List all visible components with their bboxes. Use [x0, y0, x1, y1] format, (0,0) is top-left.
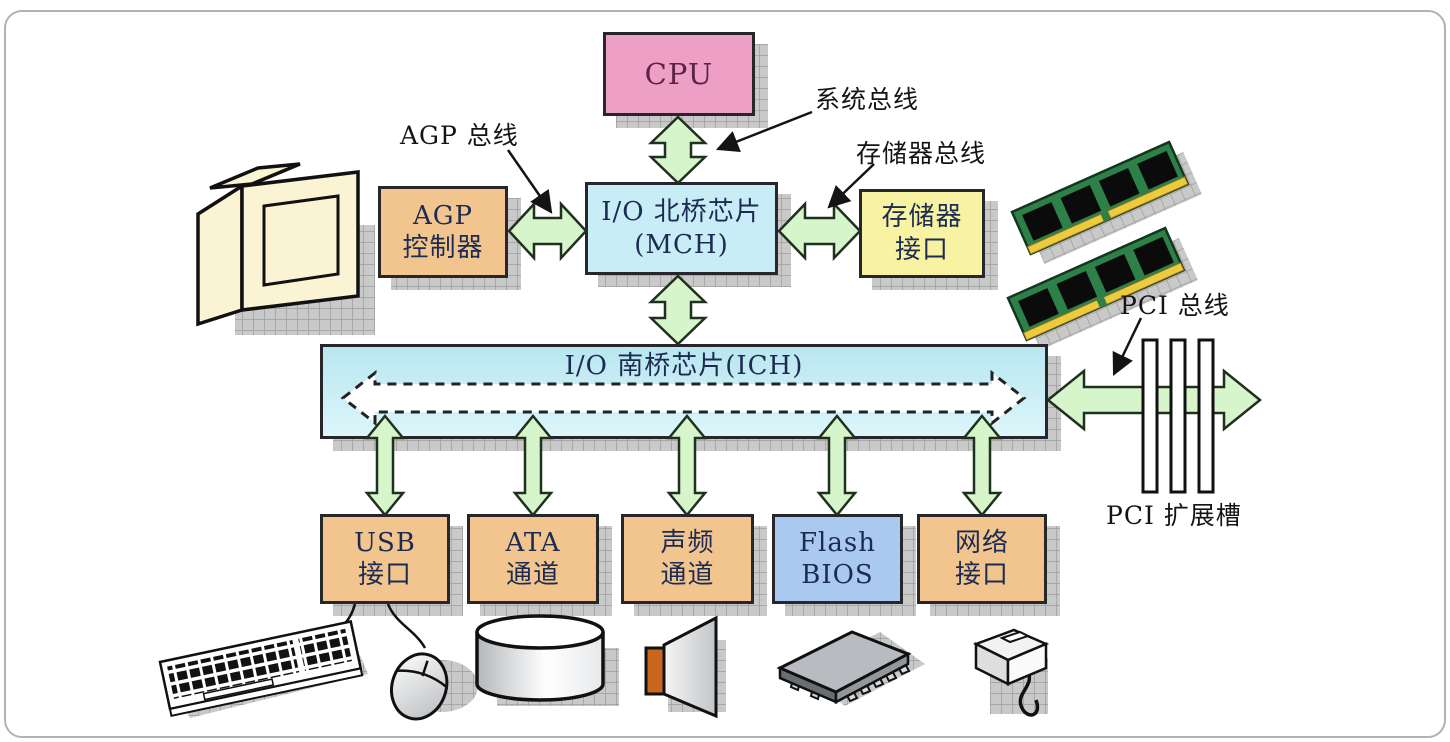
box-usb-interface: USB 接口	[320, 514, 450, 604]
box-audio-channel: 声频 通道	[621, 514, 754, 604]
label-memory-bus: 存储器总线	[856, 139, 987, 168]
box-ata-channel: ATA 通道	[467, 514, 599, 604]
box-network-interface: 网络 接口	[917, 514, 1047, 604]
label-agp-bus: AGP 总线	[400, 121, 519, 150]
box-south-bridge-ich: I/O 南桥芯片(ICH)	[320, 344, 1048, 439]
box-memory-interface: 存储器 接口	[859, 189, 985, 278]
box-cpu: CPU	[603, 32, 755, 116]
label-system-bus: 系统总线	[815, 85, 920, 114]
label-pci-slot: PCI 扩展槽	[1106, 501, 1242, 530]
box-flash-bios: Flash BIOS	[772, 514, 903, 604]
box-north-bridge-mch: I/O 北桥芯片 (MCH)	[585, 182, 778, 275]
label-pci-bus: PCI 总线	[1120, 291, 1230, 320]
box-agp-controller: AGP 控制器	[378, 186, 508, 278]
page-frame	[4, 10, 1446, 738]
